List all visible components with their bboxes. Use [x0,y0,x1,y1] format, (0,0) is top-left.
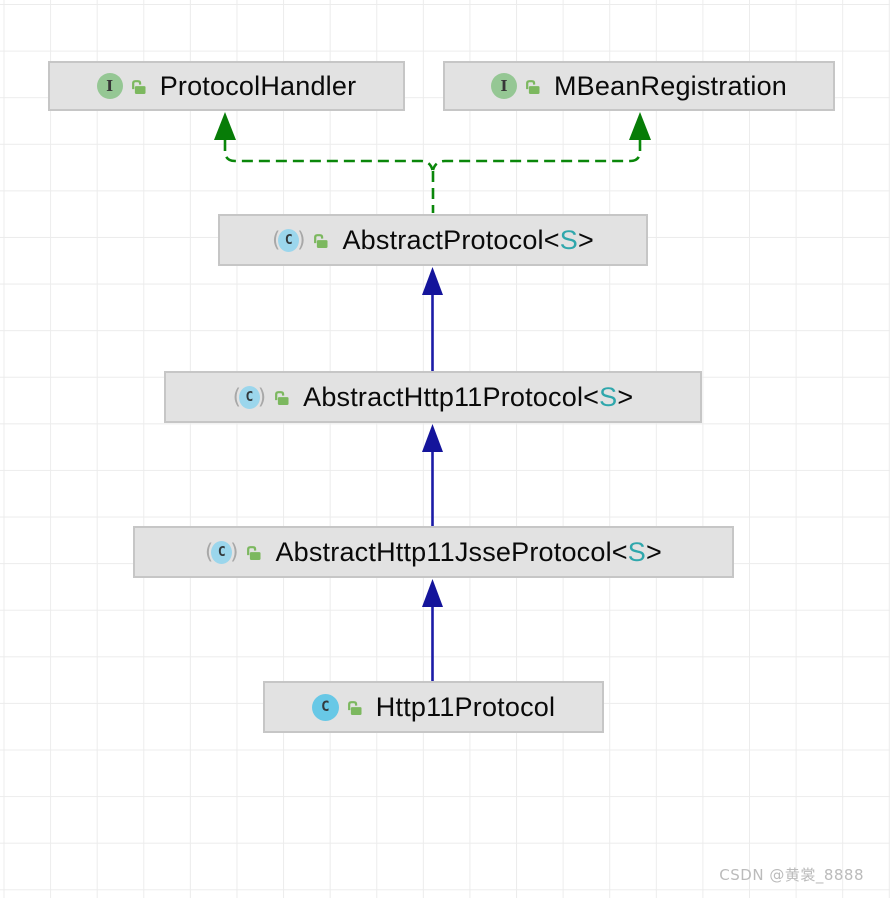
node-icons: I [490,73,541,99]
realization-edge-abstractprotocol-protocolhandler [214,112,434,171]
csdn-watermark: CSDN @黄裳_8888 [719,866,864,884]
class-name: AbstractProtocol<S> [342,224,594,255]
public-lock-icon [347,700,362,715]
node-abstract-protocol[interactable]: ( C ) AbstractProtocol<S> [218,214,648,266]
inheritance-edge-abstracthttp11jsseprotocol-abstracthttp11protocol [422,424,443,526]
arrowhead-triangle [214,112,236,140]
realization-edge-abstractprotocol-mbeanregistration [431,112,651,171]
interface-icon: I [490,73,517,99]
arrowhead-triangle [422,424,443,452]
arrowhead-triangle [422,267,443,295]
public-lock-icon [131,79,146,94]
node-icons: I [96,73,147,99]
node-icons: ( C ) [232,384,290,409]
node-icons: ( C ) [205,539,262,564]
node-icons: C [311,693,363,721]
arrowhead-triangle [629,112,651,140]
public-lock-icon [247,545,261,560]
public-lock-icon [275,390,289,405]
node-abstract-http11-jsse-protocol[interactable]: ( C ) AbstractHttp11JsseProtocol<S> [133,526,734,578]
abstract-class-icon: ( C ) [205,539,239,564]
type-parameter: S [599,381,618,412]
class-name: Http11Protocol [375,691,556,722]
abstract-class-icon: ( C ) [232,384,267,409]
node-mbean-registration[interactable]: I MBeanRegistration [443,61,835,111]
class-icon: C [311,693,339,721]
inheritance-edge-http11protocol-abstracthttp11jsseprotocol [422,579,443,681]
inheritance-edge-abstracthttp11protocol-abstractprotocol [422,267,443,371]
class-name: AbstractHttp11JsseProtocol<S> [275,536,662,567]
node-icons: ( C ) [272,227,329,252]
public-lock-icon [314,233,328,248]
class-name: AbstractHttp11Protocol<S> [303,381,634,412]
node-abstract-http11-protocol[interactable]: ( C ) AbstractHttp11Protocol<S> [164,371,702,423]
class-name: MBeanRegistration [553,70,788,101]
class-name: ProtocolHandler [159,70,357,101]
abstract-class-icon: ( C ) [272,227,306,252]
type-parameter: S [559,224,578,255]
public-lock-icon [526,79,540,94]
node-http11-protocol[interactable]: C Http11Protocol [263,681,604,733]
node-protocol-handler[interactable]: I ProtocolHandler [48,61,405,111]
arrowhead-triangle [422,579,443,607]
type-parameter: S [627,536,646,567]
interface-icon: I [96,73,123,99]
